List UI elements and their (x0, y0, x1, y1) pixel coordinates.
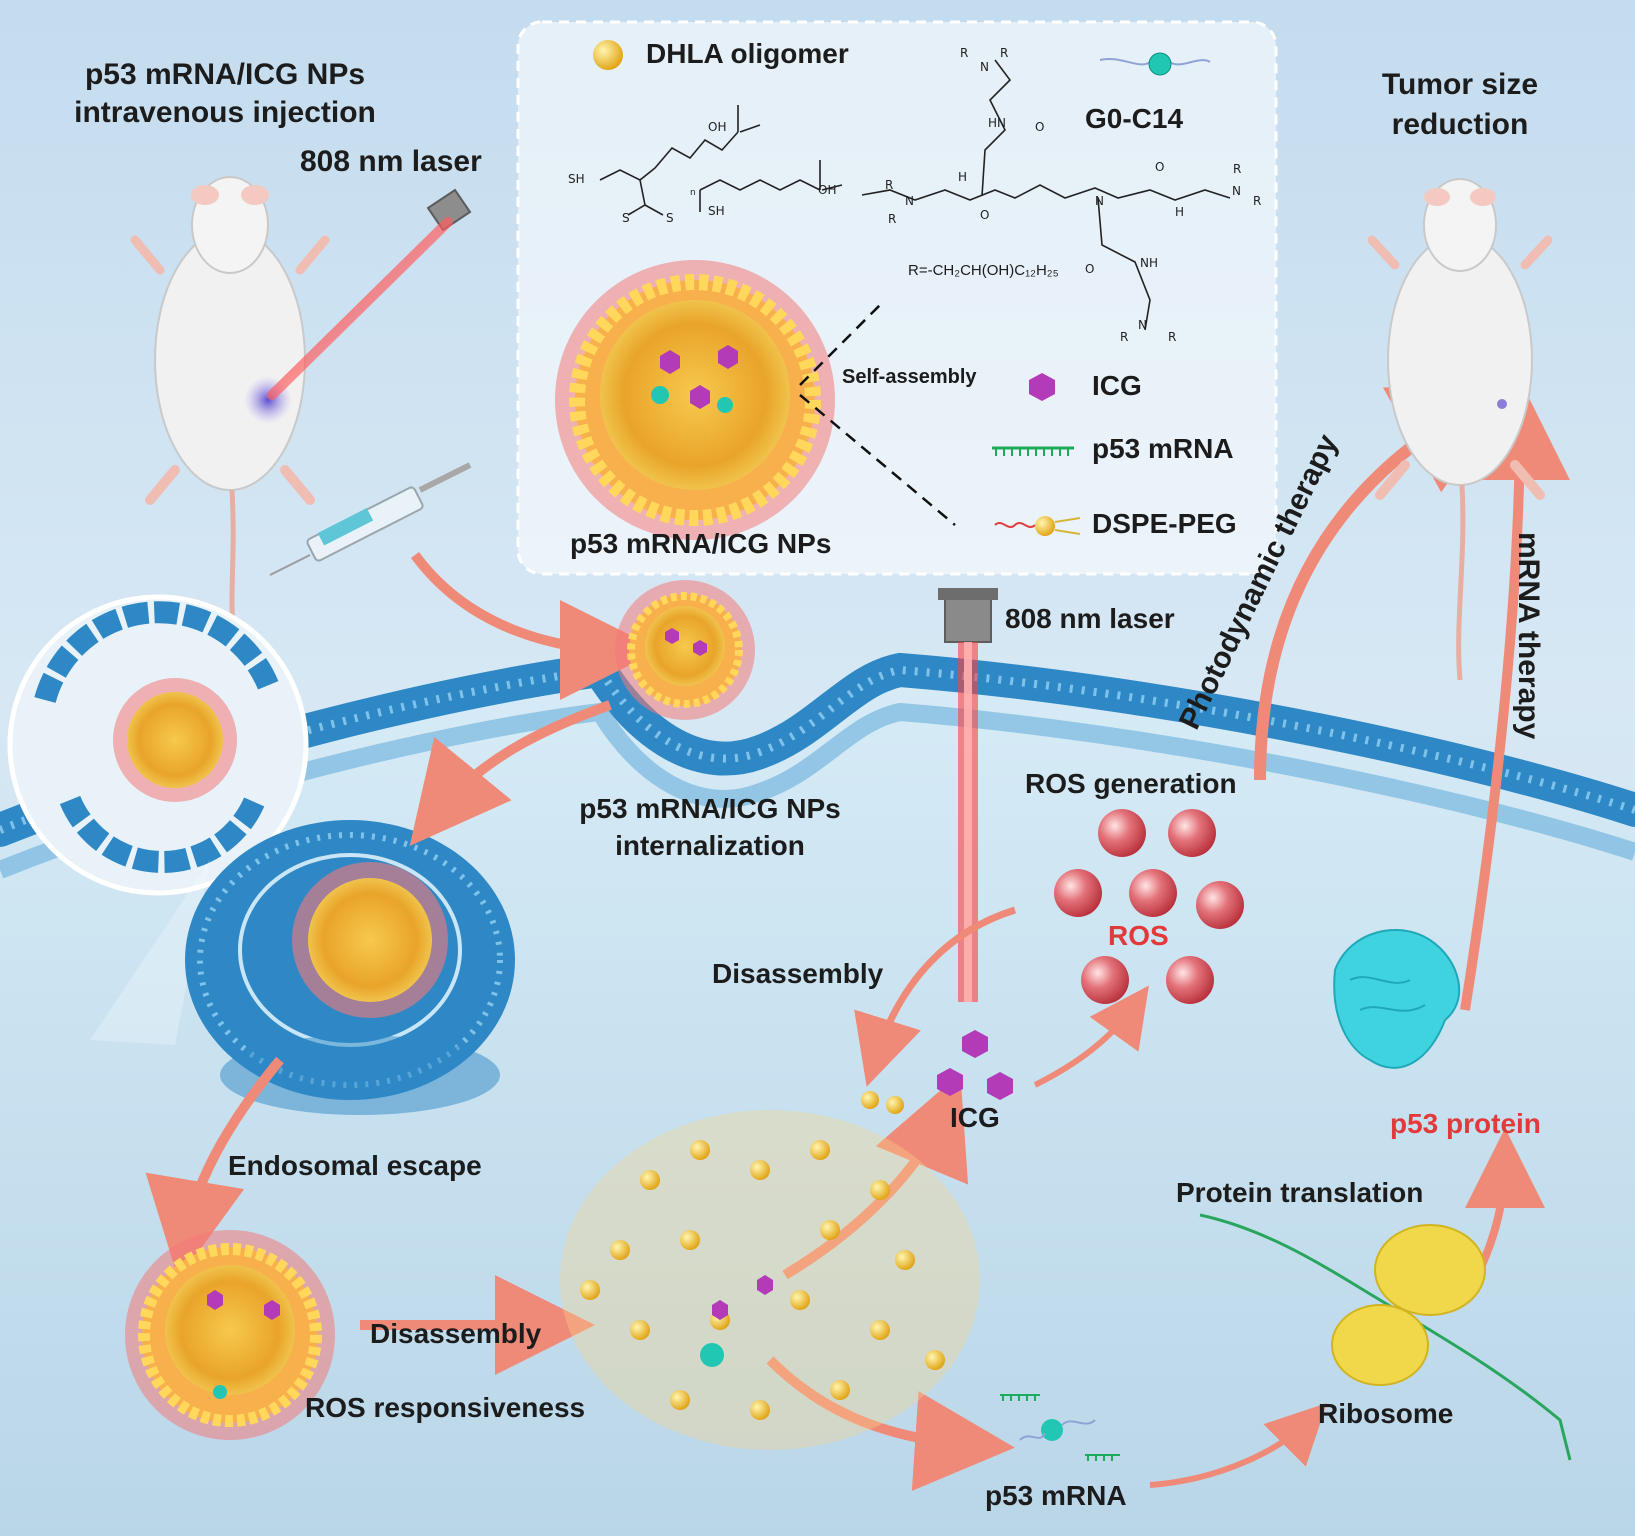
nanoparticle-escaped (125, 1230, 335, 1440)
ribosome-label: Ribosome (1318, 1398, 1454, 1429)
disassembly-lower-label: Disassembly (370, 1318, 542, 1349)
chem-r-8: R (1168, 330, 1177, 344)
injection-label-line1: p53 mRNA/ICG NPs (84, 58, 366, 91)
p53-mrna-cell-label: p53 mRNA (985, 1480, 1127, 1511)
p53-protein-icon (1333, 929, 1461, 1069)
tumor-label-line1: Tumor size (1381, 68, 1539, 101)
chem-o-1: O (1035, 120, 1045, 134)
chem-r-2: R (1000, 46, 1009, 60)
ros-responsiveness-label: ROS responsiveness (305, 1392, 586, 1423)
mouse-icon (130, 176, 330, 641)
chem-r-5: R (1233, 162, 1242, 176)
chem-oh-1: OH (708, 120, 727, 134)
p53-protein-label: p53 protein (1390, 1108, 1541, 1139)
nanoparticle-membrane (615, 580, 755, 720)
legend-panel (516, 20, 1278, 576)
chem-r-4: R (888, 212, 897, 226)
syringe-icon (269, 462, 472, 576)
protein-translation-label: Protein translation (1176, 1177, 1424, 1208)
tumor-label-line2: reduction (1391, 108, 1529, 141)
chem-sh-1: SH (568, 172, 585, 186)
nps-caption: p53 mRNA/ICG NPs (570, 528, 832, 559)
chem-sh-2: SH (708, 204, 725, 218)
ros-sphere-icon (1054, 809, 1244, 1004)
laser-cell-label: 808 nm laser (1005, 603, 1175, 634)
cell-membrane (0, 651, 1635, 879)
magnified-view (7, 594, 309, 1045)
chem-n-5: N (1138, 318, 1147, 332)
released-mrna (1000, 1394, 1120, 1461)
chem-o-4: O (1085, 262, 1095, 276)
legend-dhla-label: DHLA oligomer (646, 38, 849, 69)
ros-generation-label: ROS generation (1025, 768, 1237, 799)
legend-icg-label: ICG (1092, 370, 1142, 401)
chem-oh-2: OH (818, 183, 837, 197)
laser-top-label: 808 nm laser (300, 145, 482, 178)
internalization-label-line2: internalization (615, 830, 805, 861)
chem-s-1: S (622, 211, 630, 225)
chem-n-sub: n (690, 188, 696, 198)
endosome (185, 820, 515, 1115)
laser-icon (267, 188, 472, 400)
chem-r-6: R (1253, 194, 1262, 208)
disassembly-upper-label: Disassembly (712, 958, 884, 989)
ribosome-icon (1199, 1213, 1572, 1461)
chem-o-3: O (1155, 160, 1165, 174)
chem-r-1: R (960, 46, 969, 60)
icg-cell-label: ICG (950, 1102, 1000, 1133)
chem-o-2: O (980, 208, 990, 222)
mrna-therapy-label: mRNA therapy (1512, 532, 1545, 740)
r-group-label: R=-CH₂CH(OH)C₁₂H₂₅ (908, 262, 1059, 279)
chem-n-1: N (980, 60, 989, 74)
endosomal-escape-label: Endosomal escape (228, 1150, 482, 1181)
chem-r-7: R (1120, 330, 1129, 344)
legend-mrna-label: p53 mRNA (1092, 433, 1234, 464)
self-assembly-label: Self-assembly (842, 366, 977, 388)
chem-r-3: R (885, 178, 894, 192)
disassembled-cluster (560, 1091, 980, 1450)
laser-icon-cell (938, 588, 998, 1002)
mouse-icon-treated (1367, 178, 1553, 681)
injection-label-line2: intravenous injection (74, 96, 376, 129)
ros-label: ROS (1108, 920, 1169, 951)
chem-nh-1: NH (1140, 256, 1158, 270)
chem-s-2: S (666, 211, 674, 225)
chem-n-4: N (1232, 184, 1241, 198)
chem-h-1: H (958, 170, 968, 184)
chem-n-2: N (905, 194, 914, 208)
chem-n-3: N (1095, 194, 1104, 208)
nanoparticle-icon (555, 260, 835, 540)
internalization-label-line1: p53 mRNA/ICG NPs (579, 793, 841, 824)
legend-g0c14-label: G0-C14 (1085, 103, 1184, 134)
chem-hn-1: HN (988, 116, 1006, 130)
chem-h-2: H (1175, 205, 1185, 219)
legend-dspe-label: DSPE-PEG (1092, 508, 1237, 539)
